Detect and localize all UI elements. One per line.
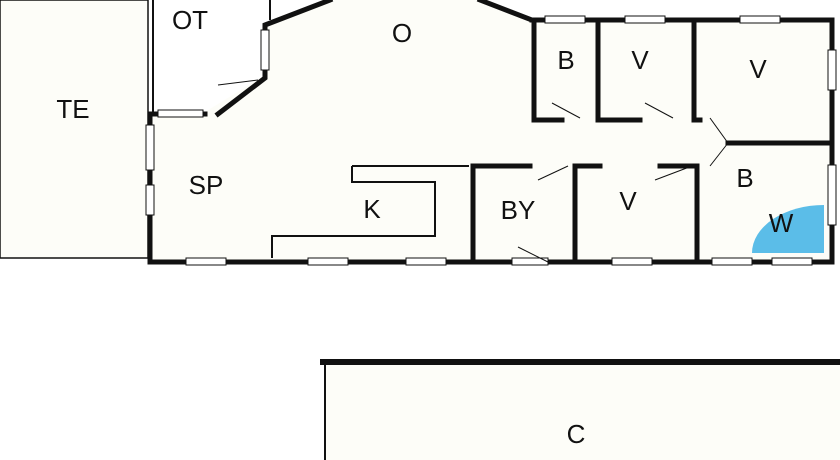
terrace-area (0, 0, 149, 259)
terrace-label: TE (56, 94, 89, 124)
whirlpool-label: W (769, 208, 794, 238)
carport-area (325, 362, 840, 460)
carport-label: C (567, 419, 586, 449)
whirlpool-tub (752, 205, 824, 253)
bedroom-2-label: V (749, 54, 767, 84)
kitchen-label: K (363, 194, 381, 224)
bedroom-1-label: V (631, 45, 649, 75)
utility-label: BY (501, 195, 536, 225)
dining-label: SP (189, 170, 224, 200)
living-room-label: O (392, 18, 412, 48)
ot-label: OT (172, 5, 208, 35)
bathroom-lower-label: B (736, 163, 753, 193)
bedroom-3-label: V (619, 186, 637, 216)
bathroom-upper-label: B (557, 45, 574, 75)
house-floor (150, 0, 832, 262)
